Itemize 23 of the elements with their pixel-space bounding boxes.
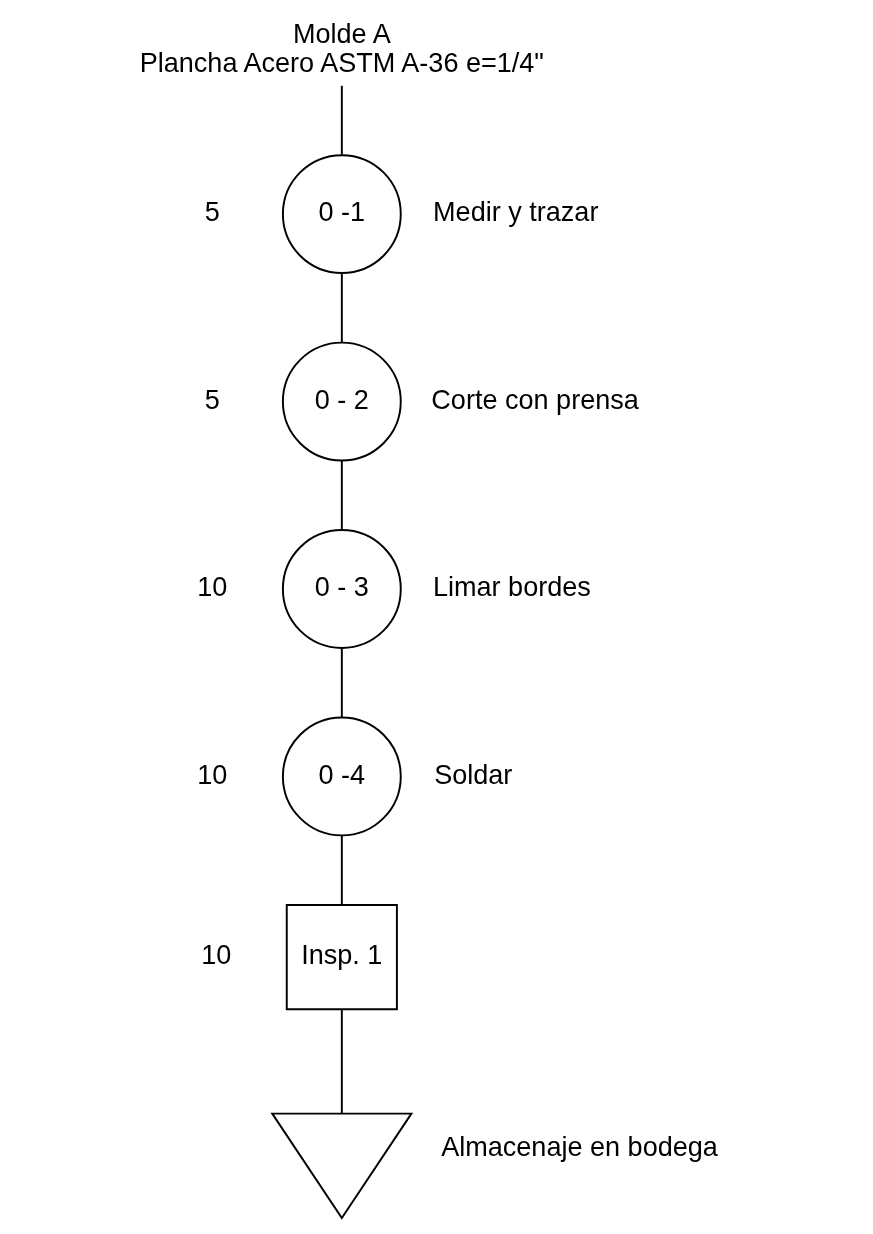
connector	[340, 272, 343, 344]
node-label: 10	[196, 759, 227, 790]
node-label: 5	[204, 197, 220, 228]
connector	[340, 834, 343, 906]
node-label: Corte con prensa	[430, 384, 639, 415]
node-circle: 0 - 2	[281, 341, 402, 462]
node-label: Soldar	[433, 759, 512, 790]
connector	[340, 84, 343, 156]
node-label: Limar bordes	[432, 572, 591, 603]
node-label: Almacenaje en bodega	[440, 1131, 718, 1162]
connector	[340, 1008, 343, 1115]
connector	[340, 459, 343, 531]
node-triangle	[269, 1112, 413, 1220]
node-circle: 0 -4	[281, 716, 402, 837]
node-label: 5	[204, 384, 220, 415]
node-box: Insp. 1	[285, 903, 398, 1011]
node-label: 10	[196, 572, 227, 603]
node-text: Molde A Plancha Acero ASTM A-36 e=1/4"	[139, 19, 544, 79]
node-label: 10	[200, 940, 231, 971]
node-circle: 0 -1	[281, 154, 402, 274]
node-circle: 0 - 3	[281, 529, 402, 649]
node-label: Medir y trazar	[432, 197, 598, 228]
connector	[340, 647, 343, 719]
